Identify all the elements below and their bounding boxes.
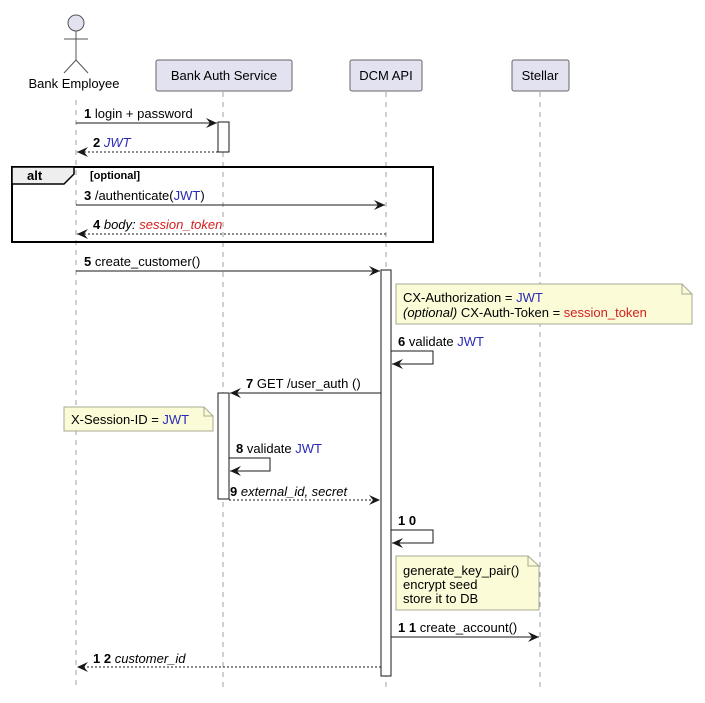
jwt-token-text: JWT — [103, 135, 132, 150]
message-label-9: 9 external_id, secret — [230, 484, 348, 499]
participant-label-stellar: Stellar — [522, 68, 560, 83]
participant-stellar[interactable]: Stellar — [511, 59, 570, 92]
message-number: 8 — [236, 441, 247, 456]
text-part: store it to DB — [403, 591, 478, 606]
message-label-12: 1 2 customer_id — [93, 651, 186, 666]
message-number: 7 — [246, 376, 257, 391]
participant-label-employee: Bank Employee — [28, 76, 119, 91]
text-part: X-Session-ID = — [71, 412, 162, 427]
message-number: 1 2 — [93, 651, 115, 666]
note-line: generate_key_pair() — [403, 563, 519, 578]
lifelines — [75, 92, 541, 690]
note-cx-headers: CX-Authorization = JWT(optional) CX-Auth… — [395, 283, 693, 325]
text-part: validate — [409, 334, 457, 349]
alt-guard: [optional] — [90, 170, 140, 182]
message-number: 9 — [230, 484, 241, 499]
note-x-session-id: X-Session-ID = JWT — [63, 406, 214, 432]
jwt-token-text: JWT — [162, 412, 189, 427]
text-part: CX-Authorization = — [403, 290, 516, 305]
message-number: 2 — [93, 135, 104, 150]
message-number: 5 — [84, 254, 95, 269]
text-part: create_customer() — [95, 254, 200, 269]
jwt-token-text: JWT — [295, 441, 322, 456]
message-label-10: 1 0 — [398, 513, 416, 528]
activation-auth-1 — [217, 121, 230, 153]
message-label-8: 8 validate JWT — [236, 441, 322, 456]
text-part: /authenticate( — [95, 188, 174, 203]
text-part: login + password — [95, 106, 193, 121]
alt-keyword: alt — [27, 168, 43, 183]
note-line: CX-Authorization = JWT — [403, 290, 543, 305]
text-part: customer_id — [115, 651, 187, 666]
participant-label-auth: Bank Auth Service — [171, 68, 277, 83]
note-line: (optional) CX-Auth-Token = session_token — [403, 305, 647, 320]
participant-dcm-api[interactable]: DCM API — [349, 59, 423, 92]
text-part: CX-Auth-Token = — [457, 305, 564, 320]
text-part: generate_key_pair() — [403, 563, 519, 578]
activation-dcm — [380, 269, 392, 677]
message-label-2: 2 JWT — [93, 135, 132, 150]
session-token-text: session_token — [564, 305, 647, 320]
alt-fragment: alt [optional] — [11, 166, 434, 243]
message-number: 1 1 — [398, 620, 420, 635]
jwt-token-text: JWT — [174, 188, 201, 203]
arrow-10 — [391, 529, 434, 548]
message-number: 4 — [93, 217, 104, 232]
message-number: 3 — [84, 188, 95, 203]
jwt-token-text: JWT — [516, 290, 543, 305]
text-part: (optional) — [403, 305, 457, 320]
note-line: encrypt seed — [403, 577, 477, 592]
actor-head-icon — [67, 14, 85, 32]
actor-bank-employee[interactable]: Bank Employee — [28, 14, 120, 91]
session-token-text: session_token — [139, 217, 222, 232]
message-label-3: 3 /authenticate(JWT) — [84, 188, 205, 203]
arrow-8 — [229, 457, 271, 476]
message-label-11: 1 1 create_account() — [398, 620, 517, 635]
text-part: create_account() — [420, 620, 518, 635]
jwt-token-text: JWT — [457, 334, 484, 349]
message-arrows — [76, 118, 539, 672]
text-part: validate — [247, 441, 295, 456]
message-label-7: 7 GET /user_auth () — [246, 376, 361, 391]
text-part: body: — [104, 217, 139, 232]
message-number: 6 — [398, 334, 409, 349]
note-line: store it to DB — [403, 591, 478, 606]
participant-label-dcm: DCM API — [359, 68, 412, 83]
message-number: 1 — [84, 106, 95, 121]
text-part: ) — [200, 188, 204, 203]
message-label-6: 6 validate JWT — [398, 334, 484, 349]
activation-auth-2 — [217, 392, 230, 500]
text-part: external_id, secret — [241, 484, 349, 499]
note-line: X-Session-ID = JWT — [71, 412, 189, 427]
message-label-5: 5 create_customer() — [84, 254, 200, 269]
message-number: 1 0 — [398, 513, 416, 528]
participant-bank-auth-service[interactable]: Bank Auth Service — [155, 59, 293, 92]
text-part: GET /user_auth () — [257, 376, 361, 391]
message-label-1: 1 login + password — [84, 106, 193, 121]
text-part: encrypt seed — [403, 577, 477, 592]
arrow-6 — [391, 350, 434, 369]
message-label-4: 4 body: session_token — [93, 217, 222, 232]
